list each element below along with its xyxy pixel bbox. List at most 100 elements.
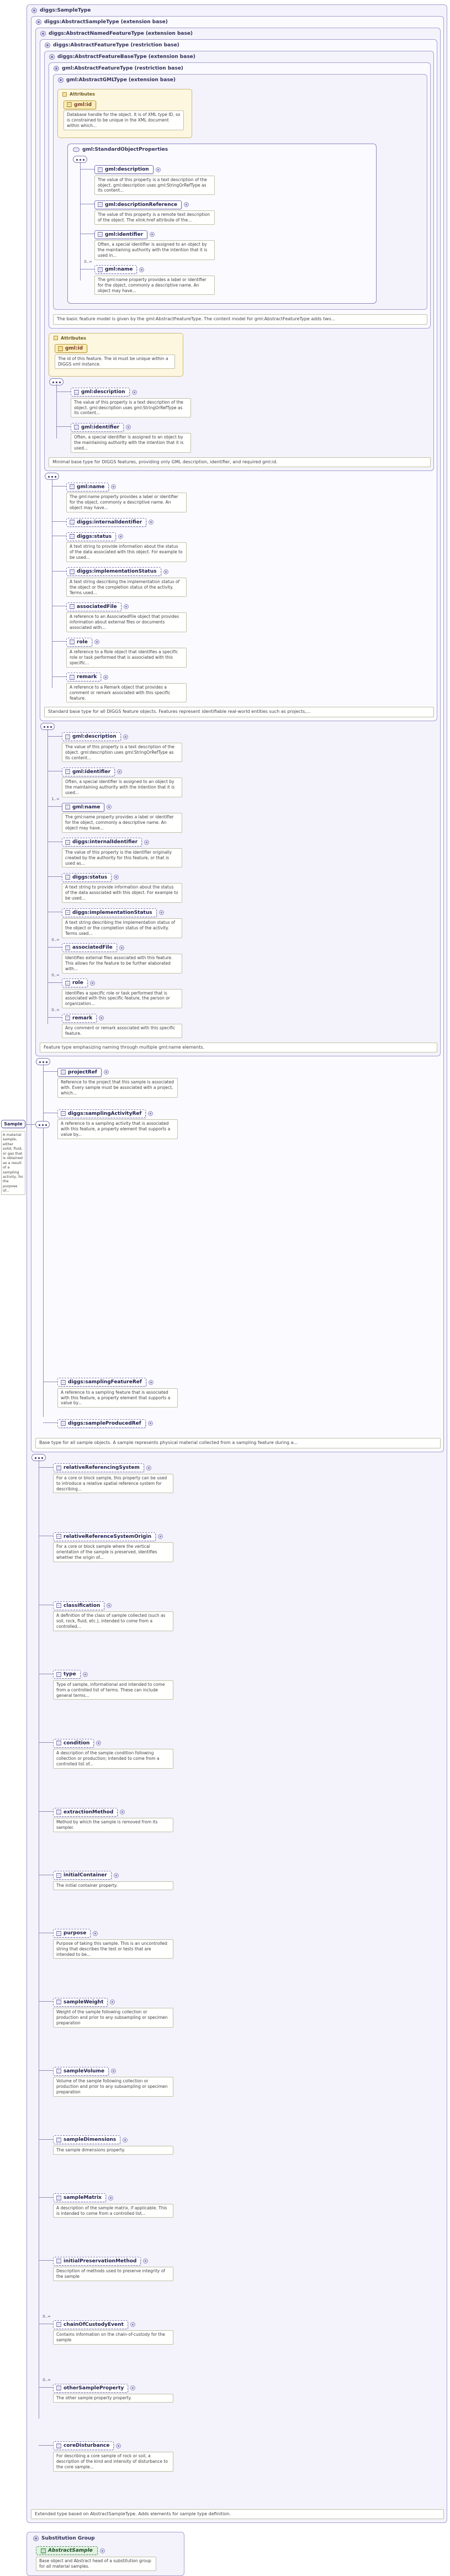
type-header-gml-abstract-gml-type[interactable]: gml:AbstractGMLType (extension base)	[57, 76, 424, 84]
element-box[interactable]: extractionMethod	[53, 1807, 118, 1817]
element-box[interactable]: diggs:status	[66, 532, 117, 541]
expand-type-icon[interactable]	[184, 202, 189, 208]
element-box[interactable]: associatedFile	[62, 943, 117, 953]
element-box[interactable]: diggs:implementationStatus	[62, 908, 157, 917]
expand-type-icon[interactable]	[130, 2322, 135, 2328]
element-box[interactable]: classification	[53, 1601, 105, 1610]
element-box[interactable]: initialContainer	[53, 1871, 112, 1880]
element-box[interactable]: sampleVolume	[53, 2066, 109, 2076]
substitution-group-header[interactable]: Substitution Group	[33, 2535, 178, 2543]
element-box[interactable]: sampleMatrix	[53, 2193, 107, 2203]
element-box[interactable]: remark	[62, 1013, 97, 1023]
element-box[interactable]: gml:identifier	[71, 422, 124, 432]
expand-type-icon[interactable]	[107, 805, 112, 810]
expand-type-icon[interactable]	[117, 769, 123, 775]
expand-type-icon[interactable]	[149, 520, 154, 525]
expand-type-icon[interactable]	[163, 569, 168, 574]
element-box[interactable]: gml:identifier	[94, 230, 148, 239]
element-box[interactable]: remark	[66, 673, 102, 682]
expand-type-icon[interactable]	[146, 1465, 151, 1471]
expand-type-icon[interactable]	[139, 267, 145, 272]
element-box[interactable]: sampleDimensions	[53, 2135, 121, 2145]
element-box[interactable]: relativeReferenceSystemOrigin	[53, 1532, 156, 1541]
type-header-abstract-sample-type[interactable]: diggs:AbstractSampleType (extension base…	[35, 18, 441, 27]
element-box[interactable]: gml:identifier	[62, 767, 115, 776]
expand-type-icon[interactable]	[114, 875, 119, 880]
element-box[interactable]: projectRef	[57, 1067, 102, 1077]
type-header-abstract-feature-base-type[interactable]: diggs:AbstractFeatureBaseType (extension…	[49, 53, 431, 61]
expand-type-icon[interactable]	[99, 2548, 105, 2553]
expand-type-icon[interactable]	[108, 2195, 114, 2201]
element-box[interactable]: role	[66, 637, 92, 647]
group-header-standard-object-properties[interactable]: gml:StandardObjectProperties	[72, 146, 372, 154]
element-box[interactable]: otherSampleProperty	[53, 2383, 129, 2393]
expand-type-icon[interactable]	[144, 839, 150, 845]
element-box[interactable]: relativeReferencingSystem	[53, 1463, 144, 1473]
expand-type-icon[interactable]	[107, 1603, 112, 1609]
expand-type-icon[interactable]	[93, 1930, 98, 1936]
element-box[interactable]: type	[53, 1670, 81, 1679]
element-box[interactable]: gml:descriptionReference	[94, 200, 182, 209]
element-box[interactable]: diggs:samplingFeatureRef	[57, 1378, 146, 1387]
expand-type-icon[interactable]	[148, 1111, 153, 1117]
element-box[interactable]: gml:description	[94, 165, 153, 174]
element-box[interactable]: diggs:implementationStatus	[66, 567, 161, 576]
expand-type-icon[interactable]	[94, 639, 99, 645]
expand-type-icon[interactable]	[126, 425, 131, 430]
element-box[interactable]: gml:name	[62, 802, 105, 812]
element-box[interactable]: diggs:internalIdentifier	[62, 838, 142, 847]
element-name: gml:description	[105, 167, 149, 173]
type-header-gml-abstract-feature-type[interactable]: gml:AbstractFeatureType (restriction bas…	[53, 65, 427, 73]
element-box[interactable]: diggs:internalIdentifier	[66, 517, 147, 527]
expand-type-icon[interactable]	[131, 389, 137, 395]
expand-type-icon[interactable]	[111, 2069, 117, 2074]
expand-type-icon[interactable]	[110, 2000, 115, 2005]
element-box[interactable]: gml:id	[63, 100, 97, 109]
element-box[interactable]: gml:name	[66, 482, 109, 491]
expand-type-icon[interactable]	[158, 1534, 163, 1540]
expand-type-icon[interactable]	[96, 1741, 102, 1746]
element-box[interactable]: diggs:status	[62, 872, 112, 882]
expand-type-icon[interactable]	[118, 534, 124, 539]
element-row: 0..∞ gml:name The gml:name property prov…	[80, 260, 372, 295]
expand-type-icon[interactable]	[89, 980, 95, 986]
expand-type-icon[interactable]	[103, 674, 109, 680]
element-box[interactable]: gml:name	[94, 265, 137, 274]
element-box[interactable]: role	[62, 978, 88, 987]
expand-type-icon[interactable]	[148, 1379, 153, 1385]
type-header-sample-type[interactable]: diggs:SampleType	[31, 7, 444, 15]
element-box[interactable]: gml:id	[55, 344, 88, 353]
expand-type-icon[interactable]	[123, 604, 129, 610]
element-box[interactable]: gml:description	[71, 388, 130, 397]
expand-type-icon[interactable]	[155, 167, 161, 172]
expand-type-icon[interactable]	[147, 1421, 153, 1426]
expand-type-icon[interactable]	[120, 1810, 125, 1815]
element-box[interactable]: gml:description	[62, 732, 121, 742]
sample-element-box[interactable]: Sample	[1, 1120, 25, 1128]
element-box[interactable]: coreDisturbance	[53, 2441, 114, 2451]
expand-type-icon[interactable]	[111, 484, 117, 490]
expand-type-icon[interactable]	[123, 2137, 128, 2143]
abstract-sample-element-box[interactable]: AbstractSample	[36, 2546, 98, 2556]
element-box[interactable]: diggs:samplingActivityRef	[57, 1109, 146, 1118]
expand-type-icon[interactable]	[130, 2385, 136, 2391]
expand-type-icon[interactable]	[113, 1873, 119, 1878]
expand-type-icon[interactable]	[158, 910, 164, 916]
expand-type-icon[interactable]	[99, 1015, 104, 1021]
element-box[interactable]: sampleWeight	[53, 1997, 108, 2007]
element-box[interactable]: condition	[53, 1738, 94, 1748]
type-header-abstract-feature-type[interactable]: diggs:AbstractFeatureType (restriction b…	[44, 41, 434, 50]
expand-type-icon[interactable]	[123, 734, 128, 739]
element-box[interactable]: diggs:sampleProducedRef	[57, 1419, 146, 1428]
element-box[interactable]: purpose	[53, 1929, 91, 1938]
type-header-abstract-named-feature-type[interactable]: diggs:AbstractNamedFeatureType (extensio…	[40, 30, 437, 38]
element-box[interactable]: chainOfCustodyEvent	[53, 2320, 128, 2329]
expand-type-icon[interactable]	[103, 1070, 109, 1075]
expand-type-icon[interactable]	[116, 2443, 121, 2448]
expand-type-icon[interactable]	[143, 2258, 149, 2264]
expand-type-icon[interactable]	[150, 232, 155, 237]
element-box[interactable]: initialPreservationMethod	[53, 2256, 141, 2266]
expand-type-icon[interactable]	[119, 945, 124, 950]
expand-type-icon[interactable]	[82, 1672, 88, 1677]
element-box[interactable]: associatedFile	[66, 602, 121, 611]
